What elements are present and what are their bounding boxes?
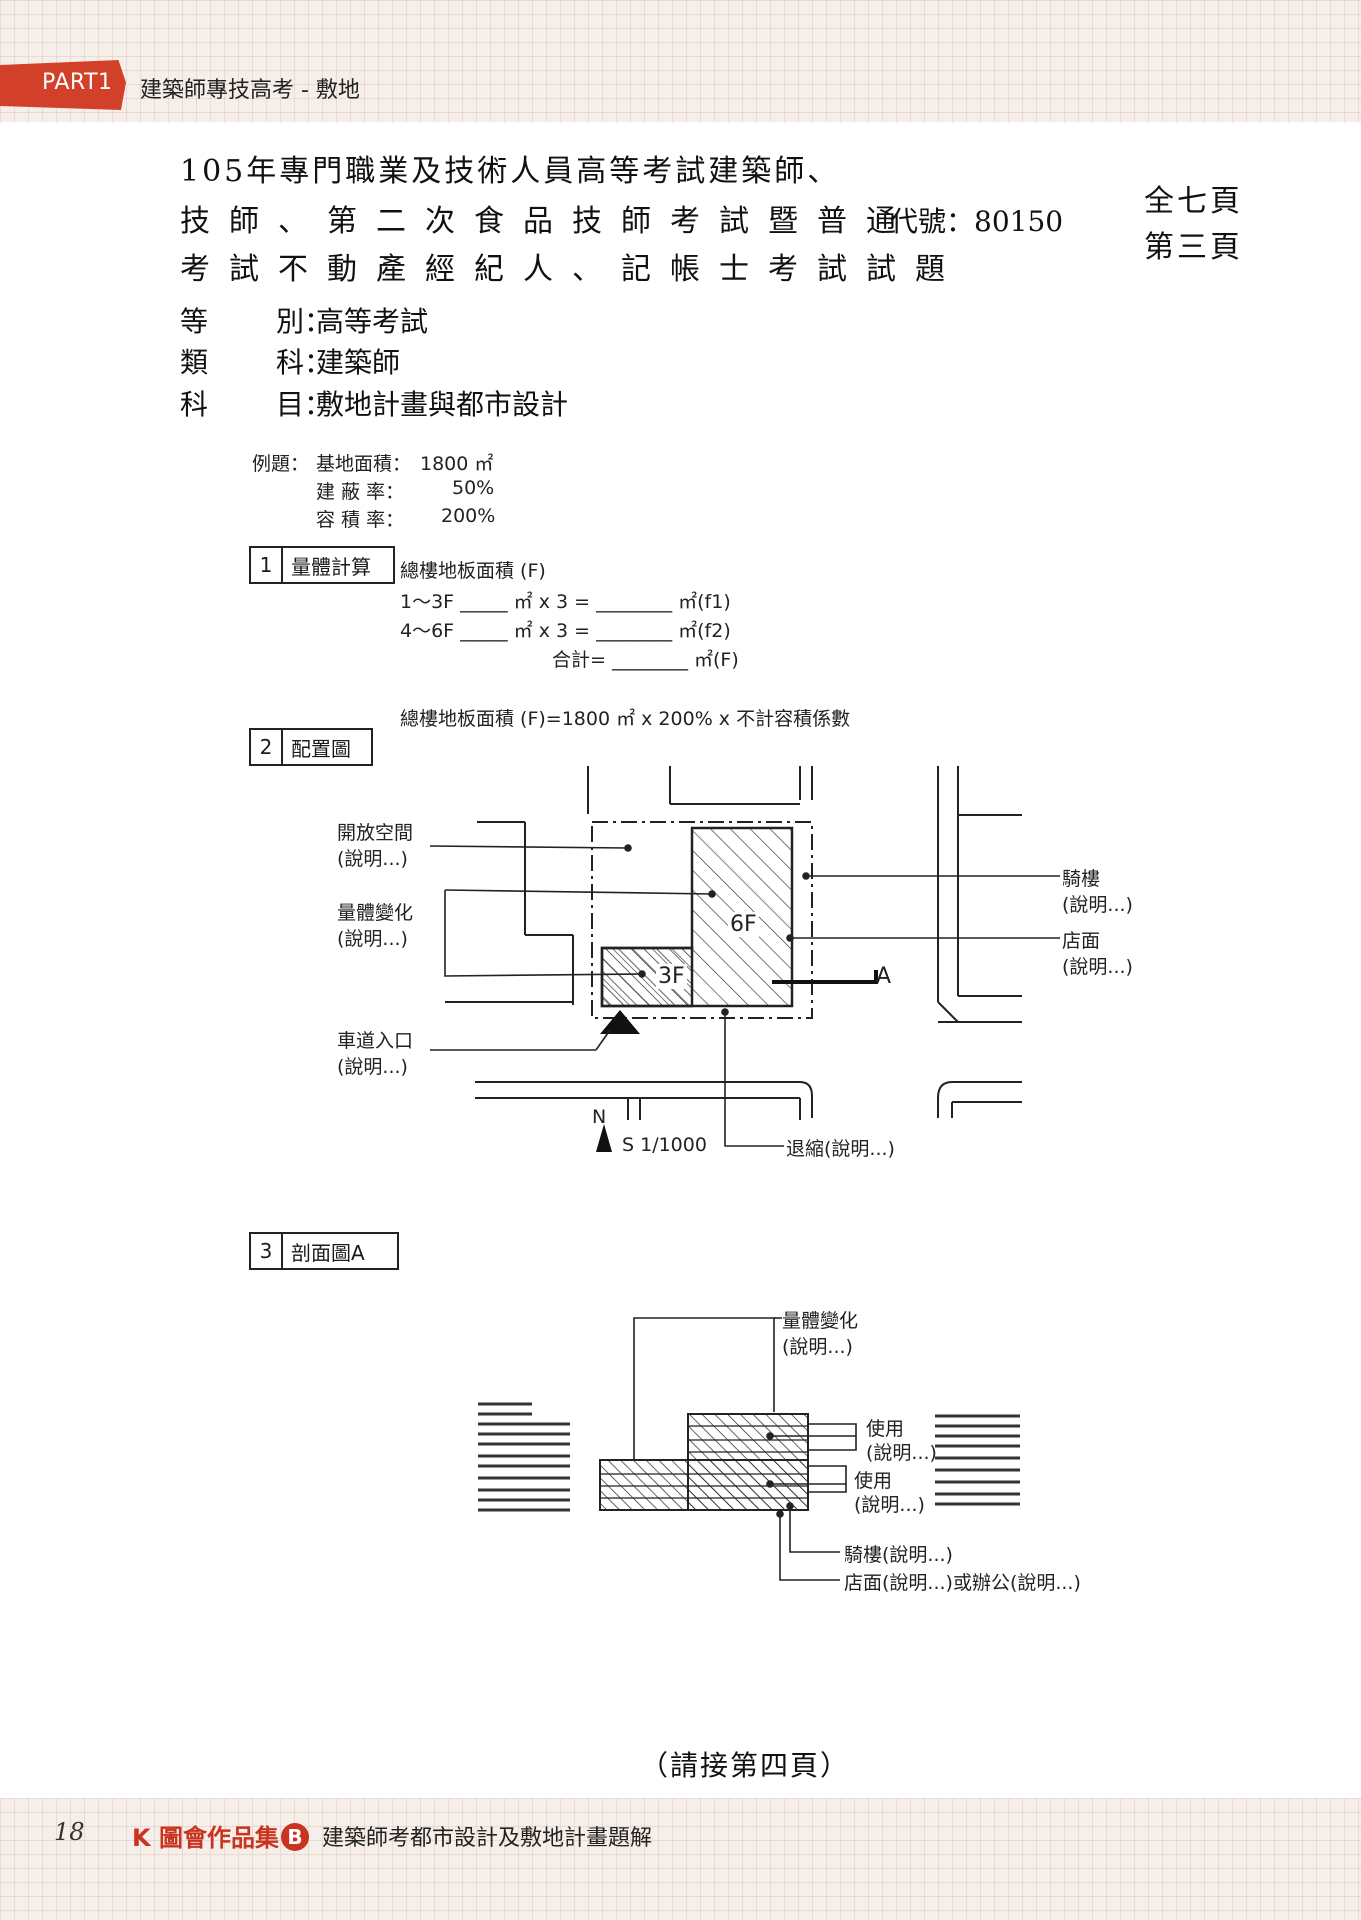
calc-total: 合計= ________ ㎡(F) — [552, 649, 739, 671]
label-scale: S 1/1000 — [622, 1134, 707, 1156]
floor-area-formula: 總樓地板面積 (F)=1800 ㎡ x 200% x 不計容積係數 — [400, 708, 851, 730]
label-3f: 3F — [656, 964, 687, 989]
book-brand-text: K 圖會作品集 — [132, 1824, 279, 1852]
header-band — [0, 0, 1361, 122]
section-a-drawing — [478, 1317, 1020, 1581]
section-lower-mass — [599, 1459, 809, 1511]
grade-value: 高等考試 — [316, 305, 429, 338]
section-cut-line — [772, 970, 878, 984]
label-arcade: 騎樓 — [1062, 868, 1101, 890]
label-massing: 量體變化 — [337, 902, 414, 924]
coverage-value: 50% — [452, 477, 495, 499]
label-massing-note: (說明...) — [337, 928, 408, 950]
meta-grade: 等別：高等考試 — [180, 300, 428, 340]
far-value: 200% — [441, 505, 496, 527]
header-title: 建築師專技高考 - 敷地 — [140, 78, 360, 103]
exam-title-line-1: 105年專門職業及技術人員高等考試建築師、 — [180, 154, 841, 189]
site-area-value: 1800 ㎡ — [420, 453, 494, 475]
label-6f: 6F — [728, 912, 759, 937]
section-1-label: 量體計算 — [291, 554, 371, 579]
label-section-a: A — [876, 964, 892, 989]
label-driveway-note: (說明...) — [337, 1056, 408, 1078]
section-2-label: 配置圖 — [291, 736, 351, 761]
category-label: 類 — [180, 346, 209, 379]
book-brand-badge: B — [280, 1823, 309, 1851]
section-1-box: 1 量體計算 — [249, 546, 395, 584]
site-area-label: 基地面積： — [316, 453, 412, 475]
label-arcade-note: (說明...) — [1062, 894, 1133, 916]
book-title: 建築師考都市設計及敷地計畫題解 — [322, 1826, 653, 1851]
subject-value: 敷地計畫與都市設計 — [316, 388, 569, 421]
current-page: 第三頁 — [1144, 230, 1243, 265]
section-2-number: 2 — [251, 730, 283, 764]
meta-subject: 科目：敷地計畫與都市設計 — [180, 383, 568, 423]
label-driveway: 車道入口 — [337, 1030, 414, 1052]
label-north: N — [592, 1106, 607, 1128]
label-open-space: 開放空間 — [337, 822, 414, 844]
site-plan — [445, 766, 1022, 1120]
label-storefront-note: (說明...) — [1062, 956, 1133, 978]
section-label-use2: 使用 — [854, 1470, 893, 1492]
section-label-store-office: 店面(說明...)或辦公(說明...) — [844, 1572, 1081, 1594]
label-storefront: 店面 — [1062, 930, 1101, 952]
section-label-arcade: 騎樓(說明...) — [844, 1544, 953, 1566]
meta-category: 類科：建築師 — [180, 341, 400, 381]
section-2-box: 2 配置圖 — [249, 728, 373, 766]
label-open-space-note: (說明...) — [337, 848, 408, 870]
label-setback: 退縮(說明...) — [786, 1138, 895, 1160]
page-number: 18 — [54, 1818, 85, 1846]
section-label-use1: 使用 — [866, 1418, 905, 1440]
calc-row-2: 4～6F _____ ㎡ x 3 = ________ ㎡(f2) — [400, 620, 731, 642]
example-lead: 例題： — [252, 453, 310, 475]
continue-note: （請接第四頁） — [640, 1749, 851, 1782]
section-label-massing: 量體變化 — [782, 1310, 859, 1332]
section-label-use2-note: (說明...) — [854, 1494, 925, 1516]
section-3-number: 3 — [251, 1234, 283, 1268]
north-arrow-icon — [596, 1124, 612, 1152]
driveway-entrance-icon — [600, 1010, 640, 1034]
section-label-massing-note: (說明...) — [782, 1336, 853, 1358]
exam-title-line-2: 技師、第二次食品技師考試暨普通 — [180, 204, 915, 239]
far-label: 容 積 率： — [316, 509, 405, 531]
section-label-use1-note: (說明...) — [866, 1442, 937, 1464]
section-3-label: 剖面圖A — [291, 1240, 365, 1265]
total-pages: 全七頁 — [1144, 184, 1243, 219]
part-tag: PART1 — [0, 60, 126, 110]
section-1-number: 1 — [251, 548, 283, 582]
subject-label: 科 — [180, 388, 209, 421]
part-label: PART1 — [42, 70, 113, 95]
coverage-label: 建 蔽 率： — [316, 481, 405, 503]
section-3-box: 3 剖面圖A — [249, 1232, 399, 1270]
footer-band — [0, 1798, 1361, 1920]
category-value: 建築師 — [316, 346, 401, 379]
leader-lines — [429, 844, 1060, 1147]
site-boundary — [591, 821, 813, 1019]
exam-code: 代號：80150 — [890, 205, 1064, 238]
calc-row-1: 1～3F _____ ㎡ x 3 = ________ ㎡(f1) — [400, 591, 731, 613]
floor-area-heading: 總樓地板面積 (F) — [400, 560, 546, 582]
exam-title-line-3: 考試不動產經紀人、記帳士考試試題 — [180, 252, 964, 287]
grade-label: 等 — [180, 305, 209, 338]
